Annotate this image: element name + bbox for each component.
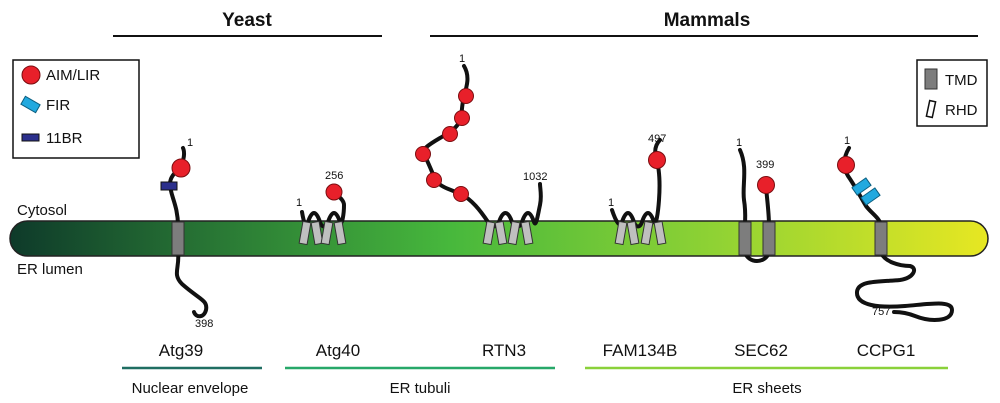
receptor-name-atg40: Atg40	[316, 341, 360, 360]
atg40-rhd-1	[298, 220, 312, 246]
atg39-cytosolic-chain	[168, 146, 187, 228]
atg39-aim	[171, 158, 191, 178]
11br-icon	[21, 133, 40, 142]
sec62-n-terminus: 1	[736, 137, 742, 149]
receptor-name-sec62: SEC62	[734, 341, 788, 360]
fam134b-rhd-2	[626, 220, 640, 246]
ccpg1-fir-1	[851, 177, 872, 196]
rtn3-aim-1	[458, 88, 474, 104]
atg40-receptor: 1 256	[296, 170, 347, 246]
fam134b-receptor: 1 497	[608, 133, 667, 246]
legend-right: TMD RHD	[916, 59, 988, 127]
receptor-name-atg39: Atg39	[159, 341, 203, 360]
fam134b-rhd-1	[614, 220, 628, 246]
rtn3-aim-5	[426, 172, 442, 188]
ccpg1-n-terminus: 1	[844, 135, 850, 147]
legend-rhd: RHD	[945, 102, 978, 119]
legend-left: AIM/LIR FIR 11BR	[12, 59, 140, 159]
receptor-name-ccpg1: CCPG1	[857, 341, 916, 360]
rtn3-aim-3	[442, 126, 458, 142]
atg40-c-terminus: 256	[325, 170, 343, 182]
sec62-tmd-1	[738, 221, 752, 256]
ccpg1-aim	[837, 156, 855, 174]
receptor-name-rtn3: RTN3	[482, 341, 526, 360]
rtn3-rhd-1	[482, 220, 496, 246]
atg39-11br	[160, 181, 178, 191]
receptor-name-fam134b: FAM134B	[603, 341, 678, 360]
cytosol-label: Cytosol	[17, 202, 67, 219]
atg39-n-terminus: 1	[187, 137, 193, 149]
group-header-yeast: Yeast	[222, 10, 272, 31]
fam134b-c-terminus: 497	[648, 133, 666, 145]
rtn3-rhd-4	[520, 220, 534, 246]
rtn3-chain	[421, 64, 543, 229]
rhd-icon	[925, 99, 937, 119]
ccpg1-tmd	[874, 221, 888, 256]
location-er-sheets: ER sheets	[732, 380, 801, 397]
atg39-tmd	[171, 221, 185, 256]
group-header-mammals: Mammals	[664, 10, 751, 31]
atg40-rhd-3	[320, 220, 334, 246]
atg39-c-terminus: 398	[195, 318, 213, 330]
atg40-rhd-2	[310, 220, 324, 246]
location-er-tubuli: ER tubuli	[390, 380, 451, 397]
legend-11br: 11BR	[46, 130, 83, 147]
aim-lir-icon	[21, 65, 41, 85]
atg40-rhd-4	[333, 220, 347, 246]
ccpg1-lumenal-chain	[855, 250, 954, 322]
rtn3-rhd-3	[507, 220, 521, 246]
fir-icon	[20, 95, 41, 114]
atg40-aim	[325, 183, 343, 201]
sec62-c-terminus: 399	[756, 159, 774, 171]
er-lumen-label: ER lumen	[17, 261, 83, 278]
rtn3-aim-6	[453, 186, 469, 202]
legend-aim-lir: AIM/LIR	[46, 67, 100, 84]
rtn3-aim-4	[415, 146, 431, 162]
rtn3-n-terminus: 1	[459, 53, 465, 65]
fam134b-aim	[648, 151, 666, 169]
fam134b-rhd-4	[653, 220, 667, 246]
rtn3-rhd-2	[494, 220, 508, 246]
sec62-n-chain	[738, 148, 748, 228]
atg40-n-terminus: 1	[296, 197, 302, 209]
legend-tmd: TMD	[945, 72, 978, 89]
location-nuclear-envelope: Nuclear envelope	[132, 380, 249, 397]
ccpg1-c-terminus: 757	[872, 306, 890, 318]
rtn3-aim-2	[454, 110, 470, 126]
ccpg1-receptor: 1 757	[837, 135, 954, 322]
fam134b-rhd-3	[640, 220, 654, 246]
tmd-icon	[924, 68, 938, 90]
fam134b-n-terminus: 1	[608, 197, 614, 209]
rtn3-c-terminus: 1032	[523, 171, 547, 183]
legend-fir: FIR	[46, 97, 70, 114]
sec62-aim	[757, 176, 775, 194]
rtn3-receptor: 1 1032	[415, 53, 547, 246]
ccpg1-fir-2	[860, 187, 881, 206]
sec62-receptor: 1 399	[736, 137, 776, 263]
sec62-tmd-2	[762, 221, 776, 256]
atg39-lumenal-chain	[174, 250, 209, 319]
atg39-receptor: 1 398	[160, 137, 213, 330]
